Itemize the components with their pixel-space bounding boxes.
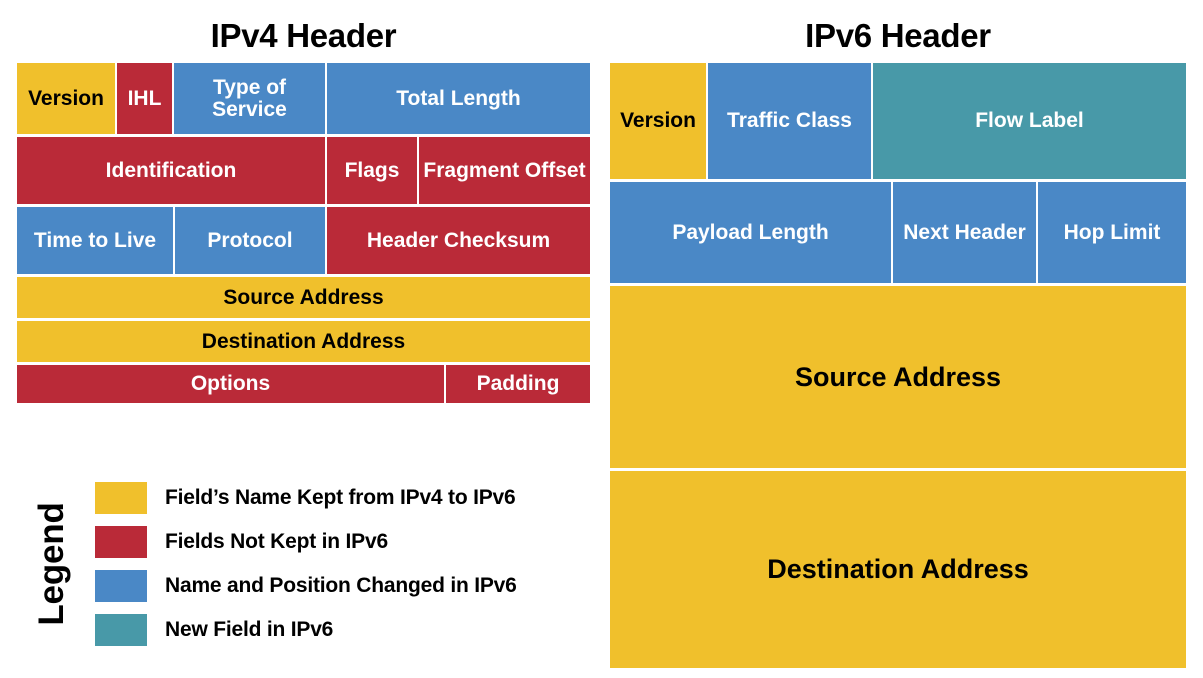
ipv4-field-fragment-offset: Fragment Offset <box>419 137 590 204</box>
ipv4-field-time-to-live: Time to Live <box>17 207 173 274</box>
ipv6-field-destination-address: Destination Address <box>610 471 1186 668</box>
ipv6-field-hop-limit-label: Hop Limit <box>1063 220 1161 244</box>
ipv4-field-identification-label: Identification <box>105 158 237 182</box>
ipv6-field-version-label: Version <box>620 109 696 133</box>
ipv6-field-traffic-class-label: Traffic Class <box>727 109 852 133</box>
legend-title: Legend <box>32 502 71 626</box>
legend-item-new-field: New Field in IPv6 <box>95 614 333 646</box>
legend-swatch-new-field-icon <box>95 614 147 646</box>
ipv4-field-flags: Flags <box>327 137 417 204</box>
ipv4-field-version: Version <box>17 63 115 134</box>
ipv4-field-version-label: Version <box>28 86 104 110</box>
ipv4-field-protocol: Protocol <box>175 207 325 274</box>
ipv4-field-protocol-label: Protocol <box>207 228 293 252</box>
ipv4-field-destination-address: Destination Address <box>17 321 590 362</box>
ipv6-field-flow-label-label: Flow Label <box>975 109 1084 133</box>
ipv4-field-options: Options <box>17 365 444 403</box>
legend: Legend Field’s Name Kept from IPv4 to IP… <box>0 460 600 650</box>
ipv4-field-header-checksum-label: Header Checksum <box>366 228 551 252</box>
ipv4-field-total-length-label: Total Length <box>396 86 521 110</box>
ipv6-field-traffic-class: Traffic Class <box>708 63 871 179</box>
ipv6-field-next-header-label: Next Header <box>903 220 1026 244</box>
ipv4-field-flags-label: Flags <box>344 158 400 182</box>
legend-swatch-changed-icon <box>95 570 147 602</box>
ipv6-field-hop-limit: Hop Limit <box>1038 182 1186 283</box>
ipv4-field-time-to-live-label: Time to Live <box>33 228 157 252</box>
ipv4-field-ihl: IHL <box>117 63 172 134</box>
ipv4-field-destination-address-label: Destination Address <box>201 329 406 353</box>
ipv6-field-flow-label: Flow Label <box>873 63 1186 179</box>
ipv6-field-next-header: Next Header <box>893 182 1036 283</box>
ipv4-field-identification: Identification <box>17 137 325 204</box>
ipv6-field-source-address: Source Address <box>610 286 1186 468</box>
ipv4-field-type-of-service: Type of Service <box>174 63 325 134</box>
ipv4-field-fragment-offset-label: Fragment Offset <box>423 158 586 182</box>
legend-item-kept: Field’s Name Kept from IPv4 to IPv6 <box>95 482 516 514</box>
ipv6-field-payload-length: Payload Length <box>610 182 891 283</box>
ipv4-field-options-label: Options <box>190 372 271 396</box>
legend-label-changed: Name and Position Changed in IPv6 <box>165 574 517 597</box>
ipv4-field-padding: Padding <box>446 365 590 403</box>
ipv4-field-ihl-label: IHL <box>127 86 162 110</box>
legend-label-not-kept: Fields Not Kept in IPv6 <box>165 530 388 553</box>
legend-item-not-kept: Fields Not Kept in IPv6 <box>95 526 388 558</box>
ipv6-field-source-address-label: Source Address <box>794 361 1002 392</box>
ipv6-field-payload-length-label: Payload Length <box>672 220 829 244</box>
legend-swatch-kept-icon <box>95 482 147 514</box>
ipv4-field-source-address-label: Source Address <box>223 285 384 309</box>
ipv6-field-destination-address-label: Destination Address <box>767 554 1029 585</box>
ipv4-field-source-address: Source Address <box>17 277 590 318</box>
ipv4-field-total-length: Total Length <box>327 63 590 134</box>
legend-item-changed: Name and Position Changed in IPv6 <box>95 570 517 602</box>
ipv4-field-type-of-service-label: Type of Service <box>212 75 287 121</box>
legend-label-kept: Field’s Name Kept from IPv4 to IPv6 <box>165 486 516 509</box>
ipv4-field-padding-label: Padding <box>476 372 560 396</box>
ipv4-field-header-checksum: Header Checksum <box>327 207 590 274</box>
legend-swatch-not-kept-icon <box>95 526 147 558</box>
legend-label-new-field: New Field in IPv6 <box>165 618 334 641</box>
ipv4-header-title: IPv4 Header <box>210 17 397 54</box>
ipv6-field-version: Version <box>610 63 706 179</box>
ipv6-header-title: IPv6 Header <box>805 17 991 54</box>
